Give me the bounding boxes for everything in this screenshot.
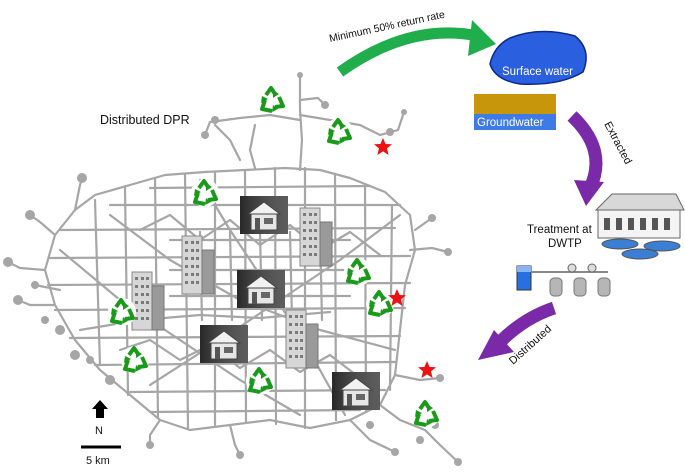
tower-building-icon — [299, 207, 333, 267]
groundwater-label: Groundwater — [477, 117, 544, 129]
star-icon — [374, 138, 392, 155]
recycle-icon — [323, 116, 355, 148]
pump-filter-icon — [516, 263, 611, 297]
network-endpoints — [3, 72, 462, 466]
star-icon — [418, 361, 436, 378]
house-icon — [236, 269, 286, 309]
return-arrow — [336, 20, 496, 77]
surface-water-icon — [489, 30, 587, 85]
recycle-icon — [244, 365, 276, 397]
groundwater-icon — [474, 94, 556, 130]
extracted-arrow — [567, 111, 604, 206]
treatment-label-line2: DWTP — [548, 238, 582, 250]
recycle-icon — [106, 296, 138, 328]
recycle-icon — [256, 84, 288, 116]
north-label: N — [95, 425, 103, 437]
house-icon — [239, 195, 289, 235]
recycle-icon — [119, 344, 151, 376]
distributed-arrow — [478, 301, 557, 360]
house-icon — [199, 324, 249, 364]
recycle-icon — [342, 256, 374, 288]
tower-building-icon — [285, 309, 319, 369]
tower-building-icon — [131, 271, 165, 331]
scale-label: 5 km — [86, 455, 110, 467]
treatment-plant-icon — [594, 193, 685, 260]
recycle-icon — [364, 288, 396, 320]
treatment-label-line1: Treatment at — [527, 224, 593, 236]
house-icon — [331, 371, 381, 411]
north-arrow-icon — [92, 400, 108, 418]
recycle-icon — [189, 177, 221, 209]
recycle-icon — [410, 398, 442, 430]
distributed-dpr-label: Distributed DPR — [100, 113, 190, 127]
surface-water-label: Surface water — [502, 66, 573, 78]
tower-building-icon — [181, 235, 215, 295]
extracted-label: Extracted — [601, 120, 633, 167]
